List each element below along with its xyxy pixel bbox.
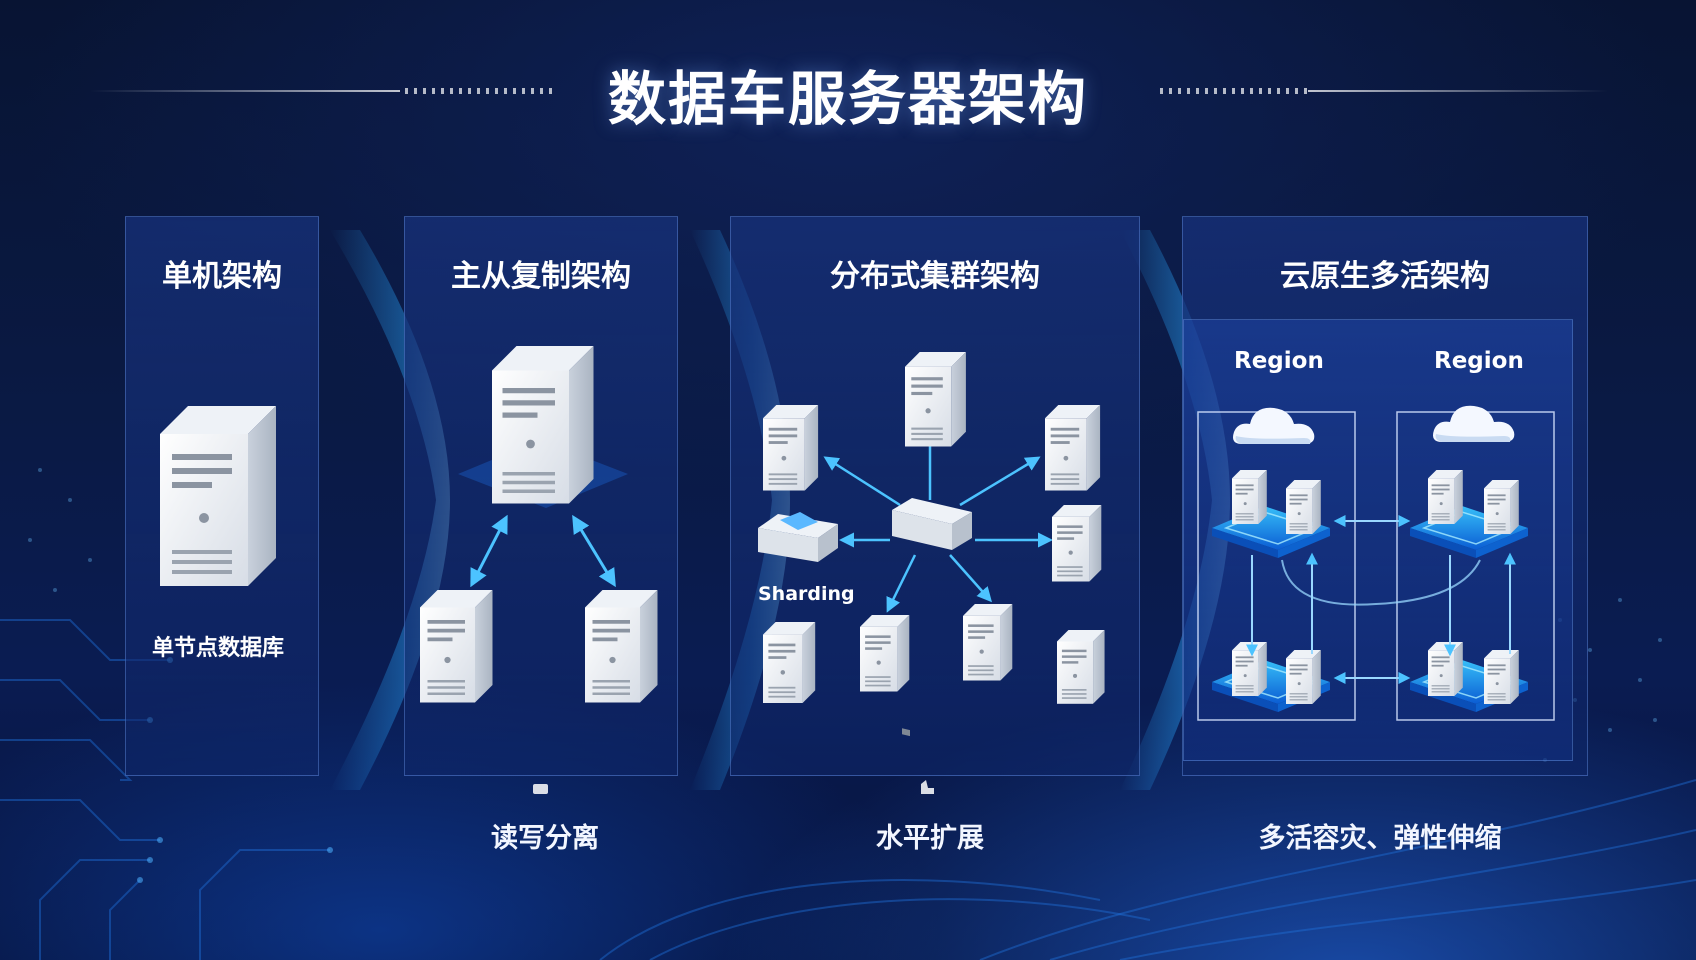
panel-title-master-slave: 主从复制架构 [451, 259, 631, 294]
slave-server-icon-left [420, 590, 493, 703]
caption-read-write-split: 读写分离 [491, 823, 599, 854]
small-indicator [921, 780, 934, 794]
cluster-node-icon [763, 622, 816, 703]
title-dots-right [1160, 88, 1310, 94]
cluster-node-icon [763, 405, 819, 491]
cluster-node-icon [860, 615, 910, 692]
caption-multi-active: 多活容灾、弹性伸缩 [1258, 823, 1502, 854]
small-indicator [533, 784, 548, 794]
cluster-node-icon [1045, 405, 1101, 491]
region-label-left: Region [1234, 348, 1324, 374]
master-server-icon [492, 346, 594, 504]
cloud-icon-right [1433, 405, 1515, 442]
load-balancer-icon [892, 498, 972, 737]
region-label-right: Region [1434, 348, 1524, 374]
title-divider-right [1308, 90, 1608, 92]
slave-server-icon-right [585, 590, 658, 703]
server-icon [160, 406, 276, 586]
cloud-icon-left [1233, 407, 1315, 444]
panel-title-cloud-native: 云原生多活架构 [1280, 259, 1490, 294]
title-dots-left [405, 88, 555, 94]
single-node-db-label: 单节点数据库 [152, 636, 285, 661]
cluster-node-icon [905, 352, 966, 447]
cluster-node-icon [1057, 630, 1105, 704]
page-title: 数据车服务器架构 [607, 65, 1088, 133]
panel-title-standalone: 单机架构 [162, 259, 282, 294]
sharding-label: Sharding [758, 583, 855, 605]
cluster-node-icon [963, 604, 1013, 681]
sharding-node-icon [758, 512, 838, 562]
cluster-node-icon [1052, 505, 1102, 582]
caption-horizontal-scaling: 水平扩展 [876, 823, 984, 854]
title-divider-left [90, 90, 400, 92]
panel-title-distributed-cluster: 分布式集群架构 [830, 259, 1040, 294]
